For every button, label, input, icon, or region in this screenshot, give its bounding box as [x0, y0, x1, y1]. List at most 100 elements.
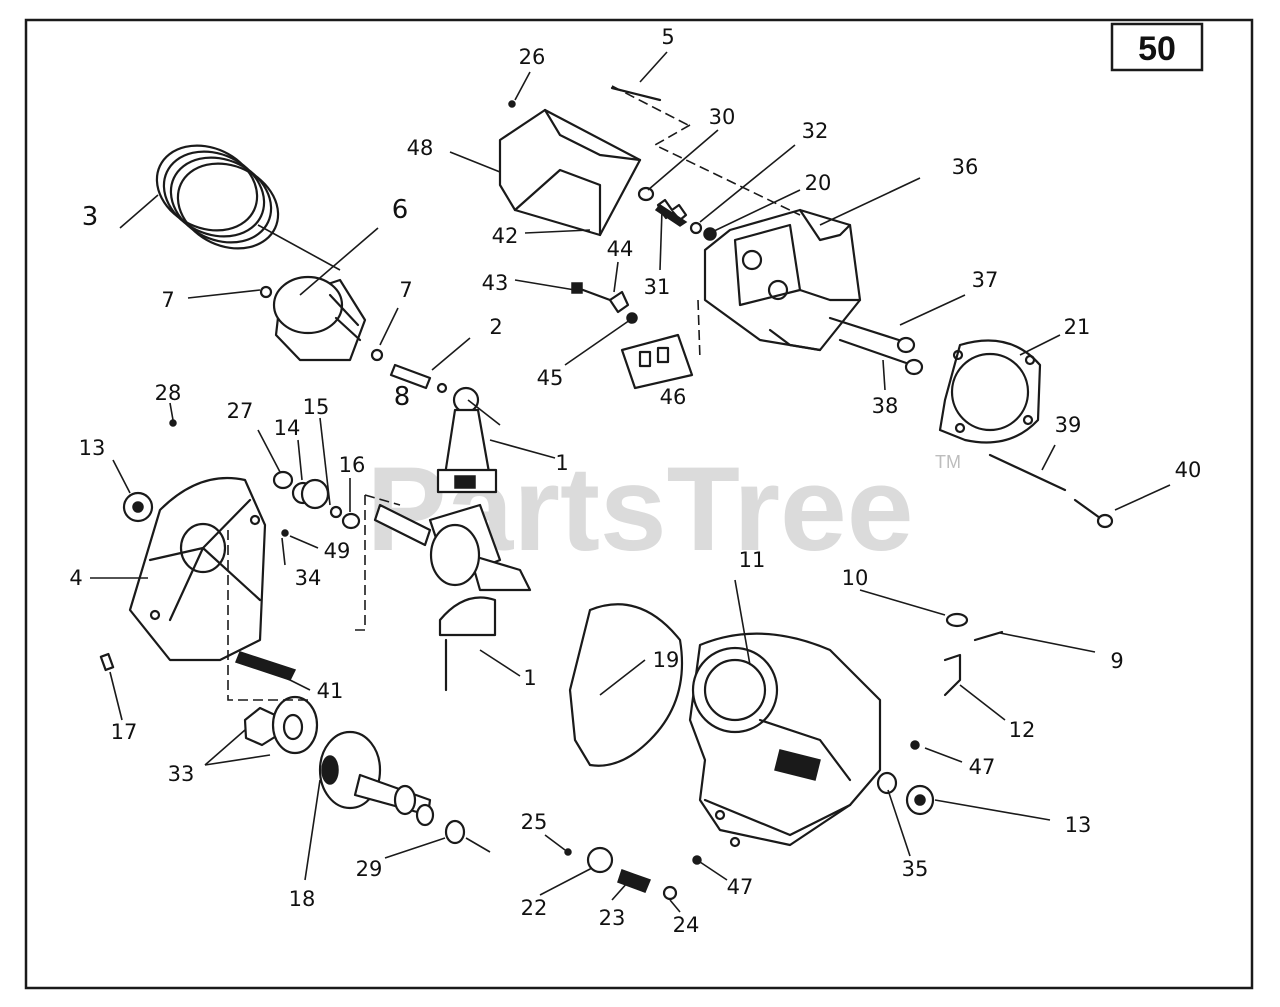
part-piston-rings: [155, 144, 280, 250]
callout-25: 25: [521, 810, 548, 834]
part-gasket-plate: [620, 333, 694, 390]
callout-7-right: 7: [399, 278, 412, 302]
part-head-bolts: [828, 316, 924, 376]
part-head-gasket: [938, 339, 1042, 444]
callout-40: 40: [1175, 458, 1202, 482]
part-valve-seal: [703, 227, 717, 241]
callout-12: 12: [1009, 718, 1036, 742]
part-end-bolt: [1073, 498, 1102, 520]
part-housing-22: [586, 846, 614, 874]
callout-18: 18: [289, 887, 316, 911]
part-bracket-12: [943, 653, 962, 697]
part-washer-10: [945, 612, 969, 628]
part-valve-cover: [498, 108, 642, 237]
part-valve-keeper: [689, 221, 703, 235]
part-valve-spring: [654, 198, 688, 227]
callout-30: 30: [709, 105, 736, 129]
part-crankcase: [688, 632, 882, 848]
part-end-bolt-head: [1096, 513, 1114, 529]
callout-6: 6: [392, 195, 409, 225]
part-screw-28: [169, 419, 177, 427]
callout-4: 4: [69, 566, 82, 590]
callout-1-lower: 1: [523, 666, 536, 690]
callout-42: 42: [492, 224, 519, 248]
callout-labels: 5 26 30 32 48 20 36 3 6 42 44 43 31 37 7…: [69, 25, 1201, 937]
callout-15: 15: [303, 395, 330, 419]
part-piston-pin: [389, 363, 432, 390]
part-long-stud: [988, 453, 1067, 492]
part-nut-16: [341, 512, 361, 530]
part-screw-25: [564, 848, 572, 856]
part-bearing-35: [876, 771, 898, 795]
callout-37: 37: [972, 268, 999, 292]
page-number: 50: [1138, 30, 1176, 68]
part-cover-screw: [508, 100, 516, 108]
callout-48: 48: [407, 136, 434, 160]
part-screw-9: [973, 630, 1004, 642]
part-piston-pin-clip-left: [259, 285, 273, 299]
part-small-ring: [436, 382, 448, 394]
callout-5: 5: [661, 25, 674, 49]
part-screw-47-upper: [910, 740, 920, 750]
callout-35: 35: [902, 857, 929, 881]
callout-13-right: 13: [1065, 813, 1092, 837]
callout-45: 45: [537, 366, 564, 390]
part-valve-washer: [637, 186, 655, 202]
part-oil-seal-right: [905, 784, 935, 816]
callout-19: 19: [653, 648, 680, 672]
callout-47-lower: 47: [727, 875, 754, 899]
callout-22: 22: [521, 896, 548, 920]
callout-2: 2: [489, 315, 502, 339]
part-screw-49: [281, 529, 289, 537]
part-camshaft: [318, 730, 435, 827]
part-gears-33: [243, 695, 319, 755]
callout-39: 39: [1055, 413, 1082, 437]
part-rod-cap: [438, 596, 497, 692]
part-washer-27: [272, 470, 294, 490]
callout-11: 11: [739, 548, 766, 572]
callout-7-left: 7: [161, 288, 174, 312]
callout-41: 41: [317, 679, 344, 703]
callout-1-upper: 1: [555, 451, 568, 475]
part-cylinder-head: [703, 208, 862, 352]
callout-47-upper: 47: [969, 755, 996, 779]
part-dowel-pin: [99, 652, 115, 672]
callout-10: 10: [842, 566, 869, 590]
part-governor-spring: [235, 651, 297, 681]
callout-33: 33: [168, 762, 195, 786]
callout-44: 44: [607, 237, 634, 261]
callout-38: 38: [872, 394, 899, 418]
part-bearing-14: [291, 478, 330, 510]
callout-24: 24: [673, 913, 700, 937]
callout-29: 29: [356, 857, 383, 881]
part-piston-pin-clip-right: [370, 348, 384, 362]
callout-31: 31: [644, 275, 671, 299]
part-snap-ring-29: [444, 819, 466, 845]
callout-28: 28: [155, 381, 182, 405]
callout-43: 43: [482, 271, 509, 295]
part-spring-23: [617, 869, 651, 893]
callout-9: 9: [1110, 649, 1123, 673]
callout-34: 34: [295, 566, 322, 590]
callout-21: 21: [1064, 315, 1091, 339]
callout-17: 17: [111, 720, 138, 744]
part-rocker-bolt-head: [571, 282, 583, 294]
callout-13-left: 13: [79, 436, 106, 460]
part-piston: [272, 275, 367, 362]
page-number-box: [1110, 22, 1204, 72]
part-screw-47-lower: [692, 855, 702, 865]
watermark-tm: TM: [935, 452, 961, 472]
callout-36: 36: [952, 155, 979, 179]
callout-16: 16: [339, 453, 366, 477]
part-crankcase-cover: [128, 476, 267, 662]
part-crankcase-gasket: [568, 603, 684, 767]
callout-27: 27: [227, 399, 254, 423]
part-ball-24: [662, 885, 678, 901]
part-ring-15: [329, 505, 343, 519]
callout-14: 14: [274, 416, 301, 440]
part-crankshaft: [373, 503, 532, 592]
callout-46: 46: [660, 385, 687, 409]
callout-32: 32: [802, 119, 829, 143]
page-frame: [24, 18, 1254, 990]
